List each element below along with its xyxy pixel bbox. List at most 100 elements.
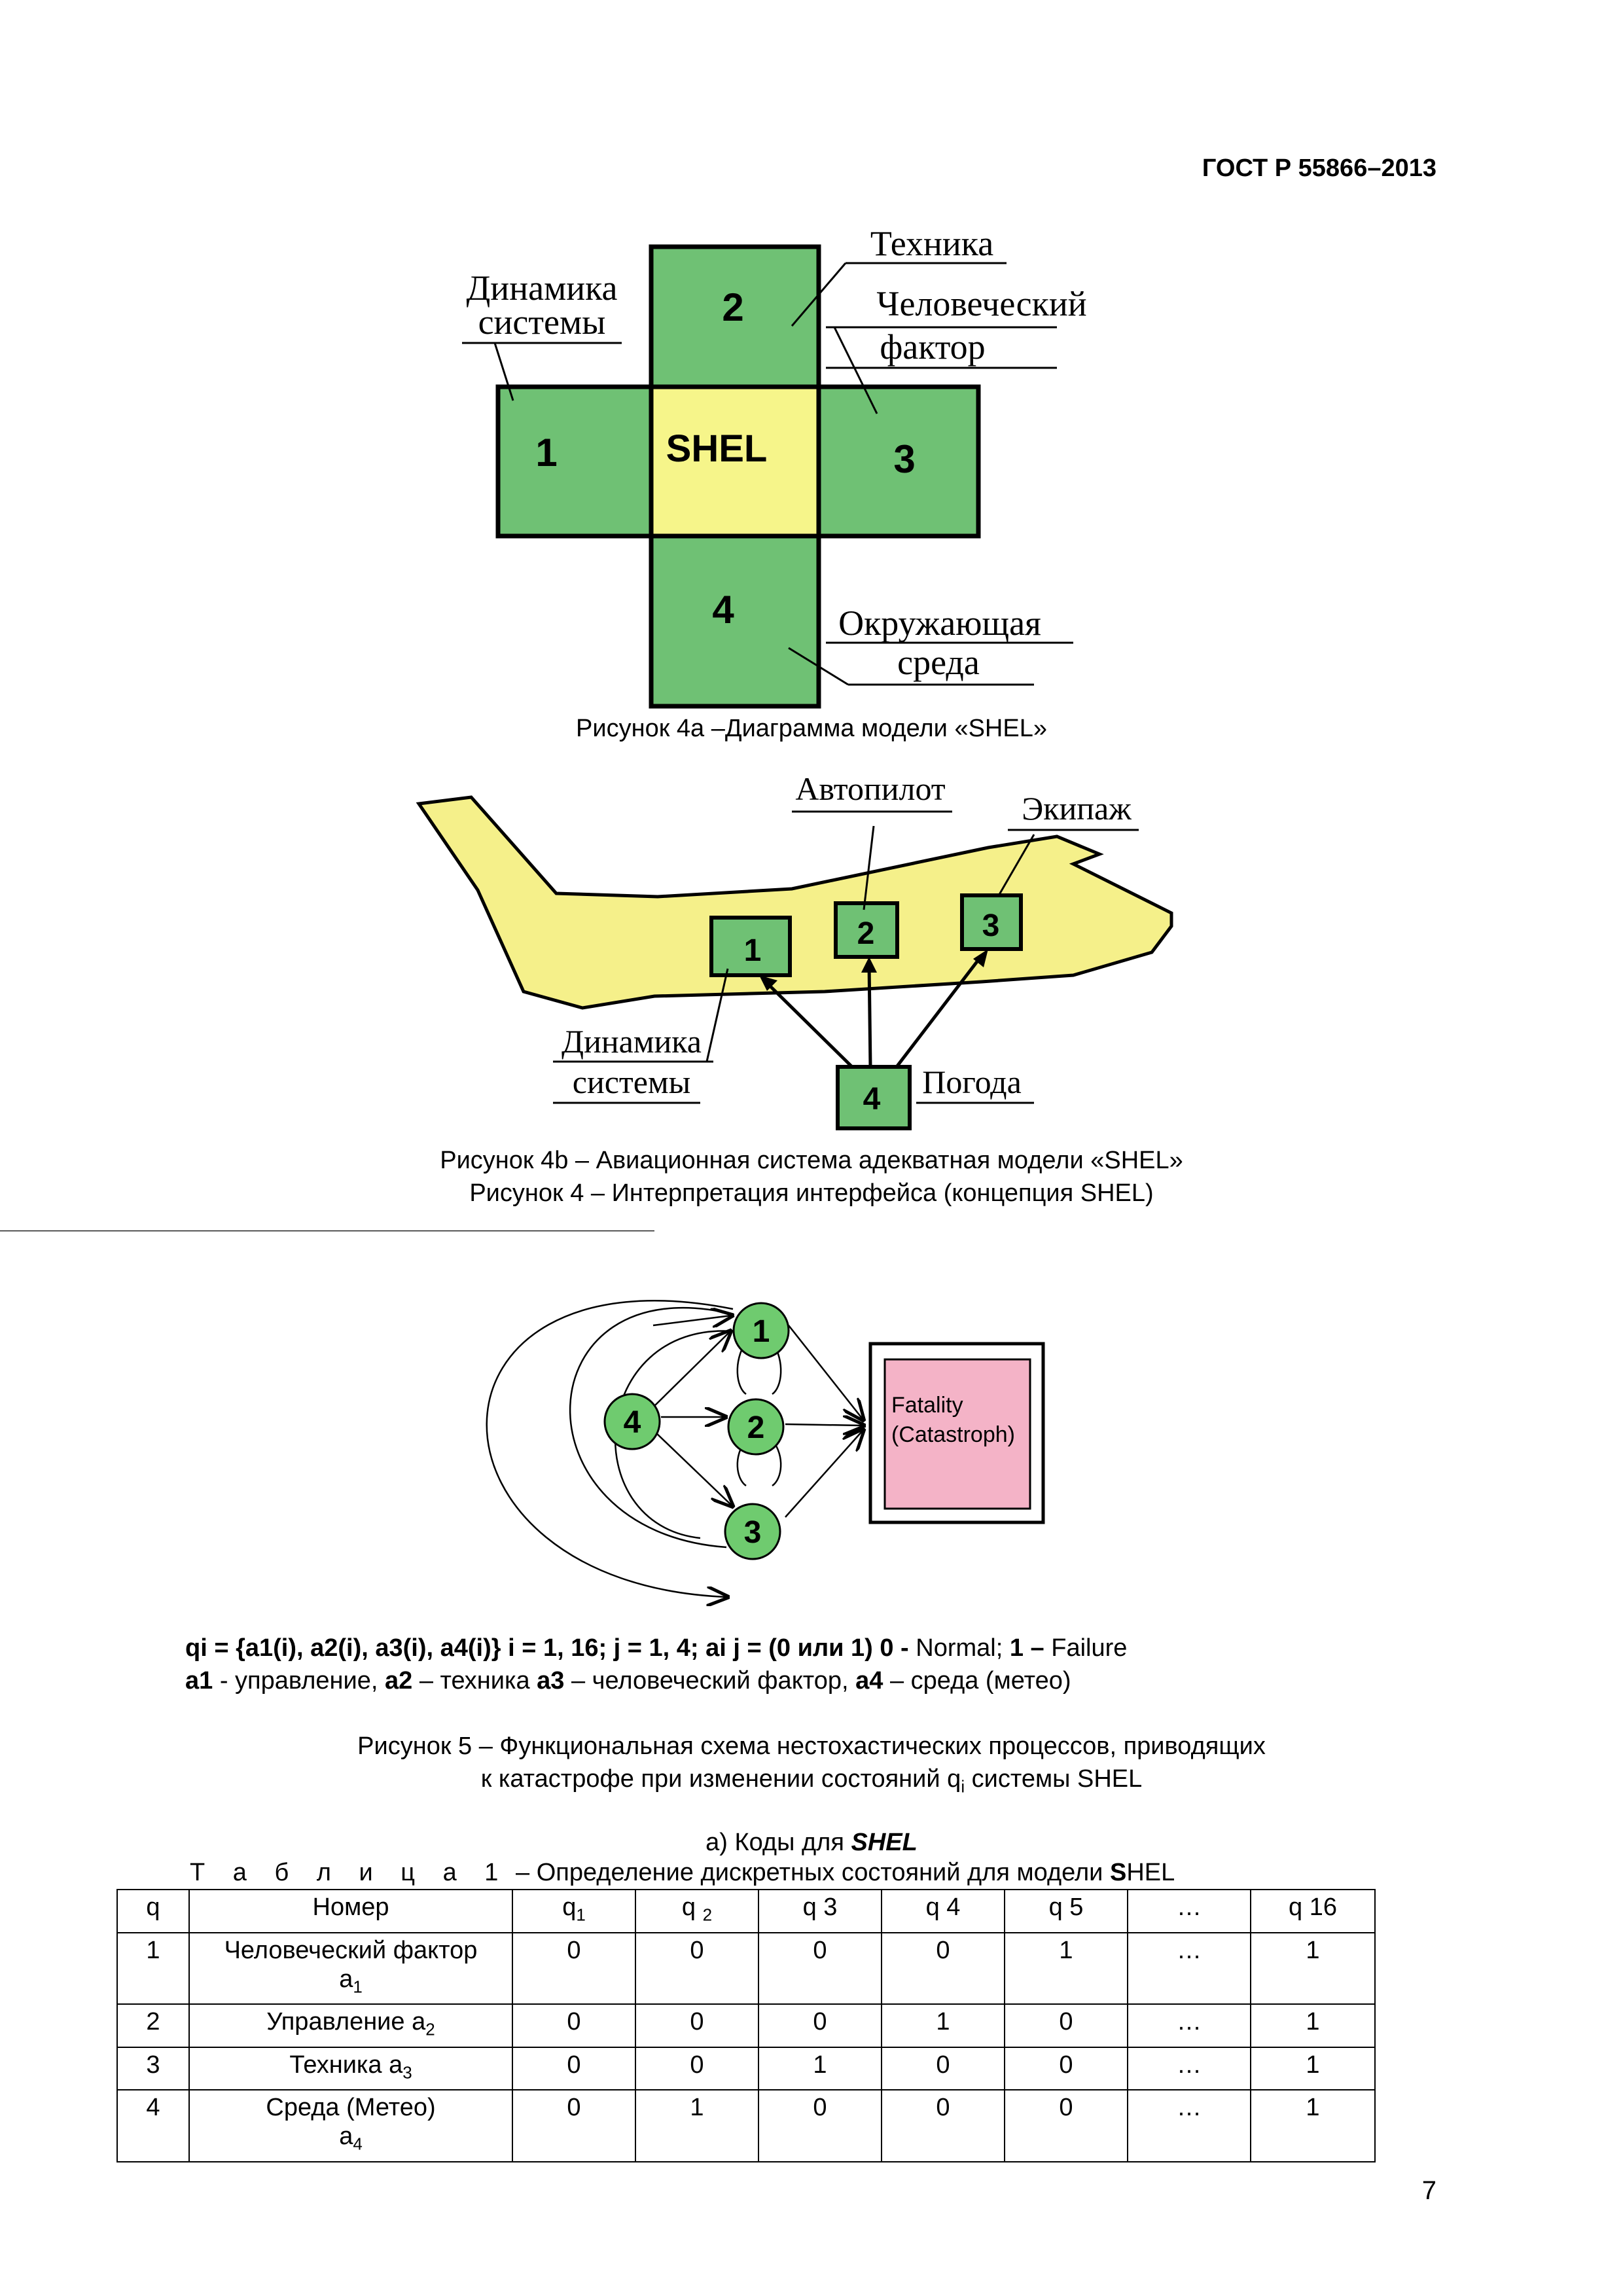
cell-q: 3 [116, 2046, 190, 2091]
shel-box-1 [495, 384, 654, 539]
header-q4: q 4 [881, 1889, 1005, 1933]
aircraft-silhouette [416, 795, 1173, 1010]
cell-value: … [1127, 2003, 1251, 2048]
shel-box-1-label: 1 [535, 431, 557, 475]
table-row: 2 Управление a2 0 0 0 1 0 … 1 [116, 2003, 1376, 2048]
cell-value: … [1127, 1931, 1251, 2005]
aircraft-box-3 [960, 893, 1023, 951]
cell-value: … [1127, 2089, 1251, 2162]
shel-box-2-label: 2 [722, 285, 743, 329]
document-standard-number: ГОСТ Р 55866–2013 [1202, 154, 1436, 182]
header-q: q [116, 1889, 190, 1933]
table-row: 4 Среда (Метео)a4 0 1 0 0 0 … 1 [116, 2089, 1376, 2162]
figure-5-caption-2: к катастрофе при изменении состояний qi … [0, 1763, 1623, 1803]
header-q3: q 3 [758, 1889, 882, 1933]
cell-value: 0 [512, 2089, 636, 2162]
table-label: Т а б л и ц а 1 [190, 1859, 509, 1886]
cell-value: 0 [512, 1931, 636, 2005]
label-human-factor-2: фактор [880, 327, 985, 367]
formula-a1: a1 [185, 1667, 213, 1695]
codes-prefix: а) Коды для [705, 1829, 851, 1856]
header-q16: q 16 [1250, 1889, 1376, 1933]
header-q1: q1 [512, 1889, 636, 1933]
fatality-label: Fatality [891, 1393, 963, 1418]
aircraft-box-4-label: 4 [863, 1082, 881, 1117]
fatality-box [883, 1358, 1031, 1510]
formula-line-1: qi = {a1(i), a2(i), a3(i), a4(i)} i = 1,… [185, 1632, 1127, 1664]
table-title: Т а б л и ц а 1 – Определение дискретных… [190, 1856, 1175, 1889]
header-number: Номер [188, 1889, 513, 1933]
label-aircraft-dynamics-2: системы [573, 1064, 690, 1100]
fatality-label-2: (Catastroph) [891, 1422, 1015, 1447]
cell-value: 0 [512, 2046, 636, 2091]
formula-normal: Normal; [916, 1634, 1010, 1662]
formula-a2-text: – техника [412, 1667, 537, 1695]
cell-value: 0 [635, 2003, 759, 2048]
node-1-label: 1 [753, 1314, 770, 1349]
shel-cross-diagram: 2 1 SHEL 3 4 Динамика системы Техника Че… [462, 224, 1087, 709]
figure-5-caption-2a: к катастрофе при изменении состояний q [480, 1765, 961, 1793]
table-title-hel: HEL [1126, 1859, 1175, 1886]
state-formula: qi = {a1(i), a2(i), a3(i), a4(i)} i = 1,… [185, 1632, 1127, 1697]
table-title-s: S [1109, 1859, 1127, 1886]
node-3-label: 3 [744, 1515, 762, 1550]
cell-value: 1 [758, 2046, 882, 2091]
figure-4a-caption: Рисунок 4a –Диаграмма модели «SHEL» [576, 715, 1047, 742]
aircraft-box-2 [834, 901, 899, 959]
cell-value: 0 [635, 2046, 759, 2091]
formula-a2: a2 [384, 1667, 413, 1695]
codes-heading: а) Коды для SHEL [0, 1826, 1623, 1859]
label-aircraft-dynamics: Динамика [562, 1023, 702, 1060]
cell-value: 1 [1250, 2089, 1376, 2162]
cell-name: Управление a2 [188, 2003, 513, 2048]
cell-value: 1 [1250, 1931, 1376, 2005]
header-q5: q 5 [1004, 1889, 1128, 1933]
figure-5-caption-2b: системы SHEL [965, 1765, 1143, 1793]
aircraft-shel-diagram: 1 2 3 4 Автопилот Экипаж Динамика систем… [416, 772, 1173, 1130]
cell-value: 0 [881, 1931, 1005, 2005]
label-technique: Техника [870, 224, 993, 263]
table-title-text: – Определение дискретных состояний для м… [508, 1859, 1110, 1886]
formula-one: 1 – [1009, 1634, 1052, 1662]
formula-a4-text: – среда (метео) [883, 1667, 1071, 1695]
cell-value: … [1127, 2046, 1251, 2091]
shel-box-3 [816, 384, 981, 539]
cell-q: 2 [116, 2003, 190, 2048]
functional-scheme-diagram: 1 2 3 4 Fatality (Catastroph) [0, 1230, 1045, 1623]
cell-value: 0 [758, 2089, 882, 2162]
aircraft-box-1 [709, 916, 792, 977]
cell-value: 1 [881, 2003, 1005, 2048]
node-4 [603, 1393, 661, 1450]
label-crew: Экипаж [1022, 790, 1132, 827]
aircraft-box-2-label: 2 [857, 916, 875, 951]
states-table: q Номер q1 q 2 q 3 q 4 q 5 … q 16 1 Чело… [116, 1889, 1376, 2162]
label-weather: Погода [922, 1064, 1022, 1100]
aircraft-box-3-label: 3 [982, 908, 1000, 943]
figure-5-caption: Рисунок 5 – Функциональная схема нестоха… [357, 1732, 1266, 1760]
label-human-factor: Человеческий [876, 284, 1086, 323]
shel-center-box [649, 384, 821, 539]
formula-a1-text: - управление, [213, 1667, 385, 1695]
formula-a4: a4 [855, 1667, 883, 1695]
shel-center-label: SHEL [666, 427, 768, 470]
formula-failure: Failure [1051, 1634, 1128, 1662]
cell-value: 0 [512, 2003, 636, 2048]
cell-name: Среда (Метео)a4 [188, 2089, 513, 2162]
table-row: 3 Техника a3 0 0 1 0 0 … 1 [116, 2046, 1376, 2091]
node-1 [732, 1302, 790, 1359]
label-system-dynamics: Динамика [466, 268, 617, 308]
node-4-label: 4 [624, 1405, 641, 1440]
node-2-label: 2 [747, 1410, 765, 1445]
aircraft-box-4 [836, 1065, 912, 1130]
cell-value: 0 [758, 1931, 882, 2005]
cell-value: 1 [1250, 2046, 1376, 2091]
codes-shel: SHEL [851, 1829, 918, 1856]
cell-name: Техника a3 [188, 2046, 513, 2091]
node-3 [724, 1503, 781, 1560]
cell-value: 0 [1004, 2089, 1128, 2162]
figure-5-caption-sub: i [961, 1776, 965, 1797]
cell-value: 1 [1004, 1931, 1128, 2005]
shel-box-3-label: 3 [893, 437, 915, 481]
